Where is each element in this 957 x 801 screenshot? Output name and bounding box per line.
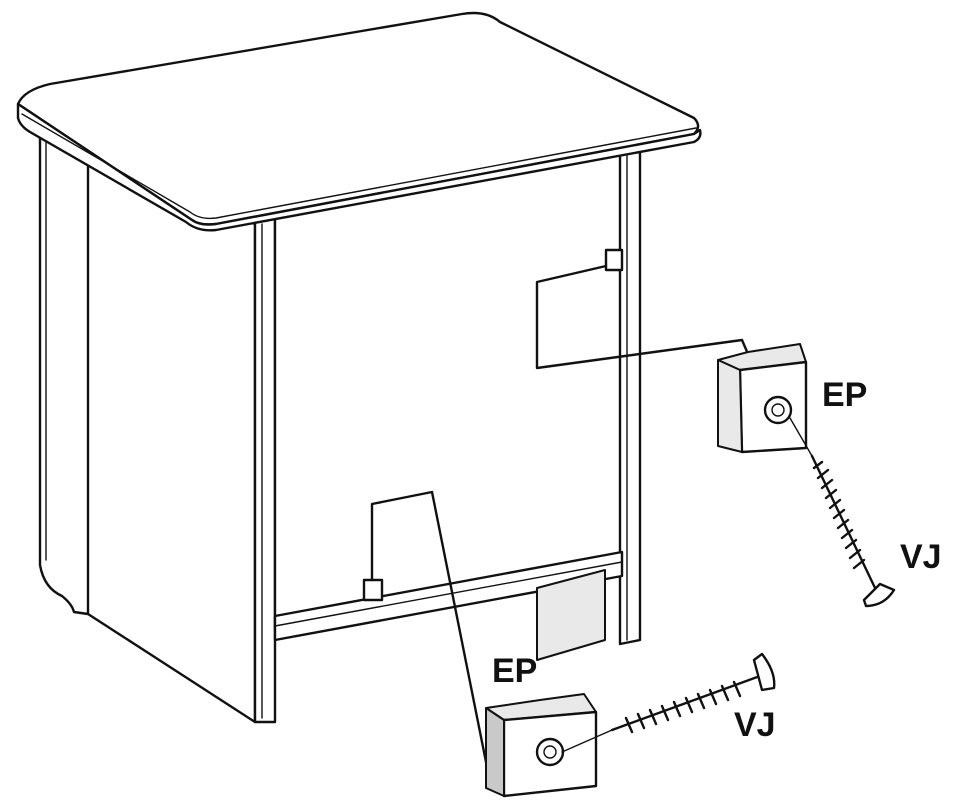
vj-screw-bottom	[561, 652, 776, 753]
callout-top	[535, 248, 750, 370]
front-frame	[253, 146, 642, 724]
back-panel	[273, 152, 624, 632]
table-top	[16, 11, 702, 232]
bracket-mounted-top	[604, 248, 624, 272]
vj-screw-top	[789, 417, 896, 608]
bottom-rail	[273, 550, 624, 642]
ep-label-top: EP	[822, 376, 868, 414]
vj-label-top: VJ	[900, 538, 942, 576]
bracket-mounted-bottom	[362, 578, 384, 602]
rear-leg-shadow	[536, 569, 606, 661]
left-side-panel	[38, 130, 257, 724]
ep-bracket-top	[717, 343, 808, 454]
left-front-post	[253, 214, 277, 724]
vj-label-bottom: VJ	[734, 706, 776, 744]
ep-bracket-bottom	[485, 693, 598, 798]
callout-bottom	[362, 490, 492, 784]
ep-label-bottom: EP	[492, 652, 538, 690]
